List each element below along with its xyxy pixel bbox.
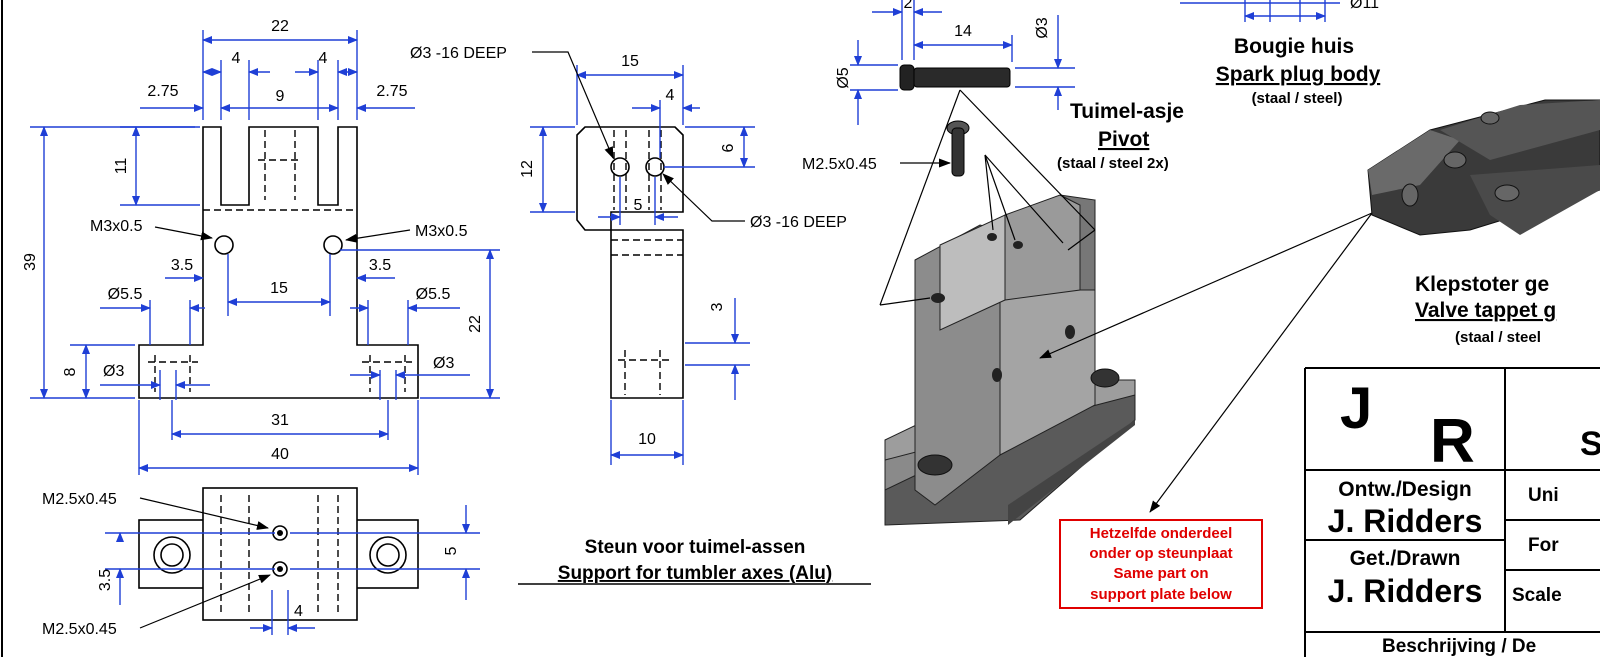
drawn-label: Get./Drawn	[1350, 547, 1461, 570]
dim-edge-left: 2.75	[147, 83, 178, 100]
dim-inner-gap: 15	[270, 280, 288, 297]
valve-tappet-part: Klepstoter ge Valve tappet g (staal / st…	[1367, 99, 1600, 346]
logo-j: J	[1340, 376, 1372, 441]
dim-top-offset: 4	[294, 603, 303, 620]
dim-side-height-12: 12	[519, 160, 536, 178]
top-view-block	[202, 487, 358, 621]
dim-spark-plug: Ø11	[1350, 0, 1379, 12]
pivot-material: (staal / steel 2x)	[1057, 155, 1169, 172]
valve-tappet-title-nl: Klepstoter ge	[1415, 273, 1549, 296]
drawn-name: J. Ridders	[1328, 573, 1483, 609]
dim-side-height-6: 6	[720, 143, 737, 152]
title-block-s: S	[1580, 425, 1600, 463]
label-thread-left: M3x0.5	[90, 218, 143, 235]
dim-offset-left: 3.5	[171, 257, 193, 274]
dim-side-base-width: 10	[638, 431, 656, 448]
label-bottom-thread: M2.5x0.45	[42, 621, 117, 638]
dim-hole-dia-right: Ø5.5	[416, 286, 451, 303]
pivot-part: 2 14 Ø5 Ø3 Tuimel-asje Pivot (staal / st…	[802, 0, 1184, 177]
dim-foot-hole-right: Ø3	[433, 355, 454, 372]
dim-top-width: 22	[271, 18, 289, 35]
dim-side-top-width: 15	[621, 53, 639, 70]
note-box: Hetzelfde onderdeel onder op steunplaat …	[1039, 212, 1373, 609]
note-line-2: onder op steunplaat	[1089, 545, 1232, 562]
spark-plug-material: (staal / steel)	[1252, 90, 1343, 107]
spark-plug-title-nl: Bougie huis	[1234, 35, 1354, 58]
dim-base-width: 40	[271, 446, 289, 463]
side-view-outline	[576, 126, 684, 399]
dim-hole-dia-left: Ø5.5	[108, 286, 143, 303]
support-caption-nl: Steun voor tuimel-assen	[585, 537, 806, 558]
spark-plug-title-en: Spark plug body	[1216, 63, 1381, 86]
side-view: 15 4 12 6 5 Ø3 -16 DEEP Ø3 -16 DEEP 3 10	[410, 45, 847, 465]
dim-pivot-head: 2	[904, 0, 913, 12]
front-view-outline	[138, 126, 419, 399]
design-label: Ontw./Design	[1338, 478, 1471, 501]
label-deep-hole-top: Ø3 -16 DEEP	[410, 45, 507, 62]
note-line-1: Hetzelfde onderdeel	[1090, 525, 1233, 542]
label-pivot-thread: M2.5x0.45	[802, 156, 877, 173]
unit-label: Uni	[1528, 485, 1559, 506]
dim-slot-right: 4	[319, 50, 328, 67]
dim-hole-spacing: 31	[271, 412, 289, 429]
dim-pivot-dia: Ø5	[835, 67, 852, 88]
valve-tappet-title-en: Valve tappet g	[1415, 299, 1556, 322]
top-view: M2.5x0.45 M2.5x0.45 3.5 5 4	[42, 487, 480, 638]
design-name: J. Ridders	[1328, 503, 1483, 539]
pivot-title-nl: Tuimel-asje	[1070, 100, 1184, 123]
pivot-title-en: Pivot	[1098, 128, 1149, 151]
dim-offset-right: 3.5	[369, 257, 391, 274]
dim-edge-right: 2.75	[376, 83, 407, 100]
label-deep-hole-right: Ø3 -16 DEEP	[750, 214, 847, 231]
support-3d-render	[879, 89, 1136, 526]
dim-foot-hole-left: Ø3	[103, 363, 124, 380]
dim-top-spacing-right: 5	[443, 546, 460, 555]
dim-pivot-dia-small: Ø3	[1034, 17, 1051, 38]
dim-side-foot-height: 3	[709, 302, 726, 311]
dim-slot-mid: 9	[276, 88, 285, 105]
note-line-4: support plate below	[1090, 586, 1232, 603]
spark-plug-part: Ø11 Bougie huis Spark plug body (staal /…	[1180, 0, 1381, 107]
support-caption-en: Support for tumbler axes (Alu)	[558, 563, 832, 584]
title-block: J R S Ontw./Design J. Ridders Get./Drawn…	[1304, 367, 1600, 657]
scale-label: Scale	[1512, 585, 1562, 606]
label-top-thread: M2.5x0.45	[42, 491, 117, 508]
dim-right-height: 22	[467, 315, 484, 333]
label-thread-right: M3x0.5	[415, 223, 468, 240]
dim-total-height: 39	[22, 253, 39, 271]
format-label: For	[1528, 535, 1559, 556]
dim-pivot-length: 14	[954, 23, 972, 40]
support-caption: Steun voor tuimel-assen Support for tumb…	[518, 537, 871, 585]
logo-r: R	[1430, 407, 1475, 476]
description-label: Beschrijving / De	[1382, 636, 1536, 657]
dim-side-hole-offset: 4	[666, 87, 675, 104]
dim-foot-height: 8	[62, 367, 79, 376]
dim-slot-left: 4	[232, 50, 241, 67]
valve-tappet-material: (staal / steel	[1455, 329, 1541, 346]
note-line-3: Same part on	[1113, 565, 1208, 582]
dim-side-hole-spacing: 5	[634, 197, 643, 214]
front-view: 22 4 4 9 2.75 2.75 11 39 M3x0.5 M3x0.5 1…	[22, 18, 500, 475]
dim-top-spacing-left: 3.5	[97, 569, 114, 591]
dim-upper-height: 11	[113, 158, 130, 175]
